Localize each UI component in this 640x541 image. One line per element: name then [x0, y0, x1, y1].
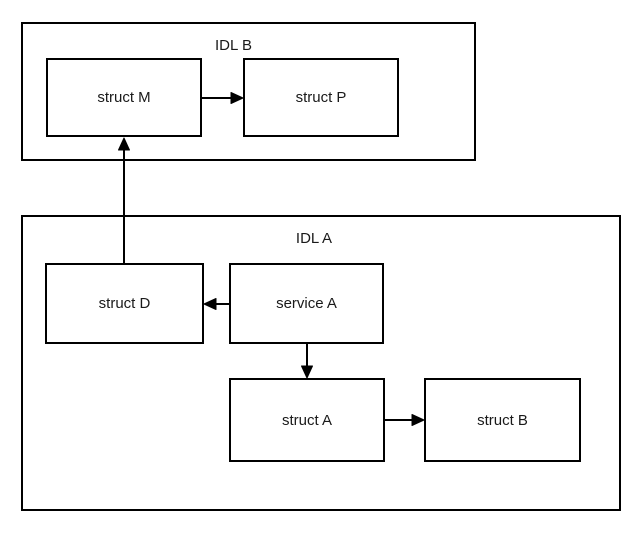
node-struct-p-label: struct P: [295, 89, 347, 106]
node-service-a-label: service A: [276, 295, 337, 312]
node-struct-d: struct D: [45, 263, 204, 344]
container-idl-a: IDL A: [21, 215, 621, 511]
container-idl-a-label: IDL A: [295, 230, 333, 247]
node-struct-d-label: struct D: [98, 295, 151, 312]
node-struct-p: struct P: [243, 58, 399, 137]
node-service-a: service A: [229, 263, 384, 344]
node-struct-b-label: struct B: [477, 411, 528, 429]
node-struct-a: struct A: [229, 378, 385, 462]
node-struct-m: struct M: [46, 58, 202, 137]
node-struct-m-label: struct M: [97, 89, 151, 106]
node-struct-b: struct B: [424, 378, 581, 462]
container-idl-b-label: IDL B: [215, 37, 252, 54]
node-struct-a-label: struct A: [281, 411, 333, 429]
